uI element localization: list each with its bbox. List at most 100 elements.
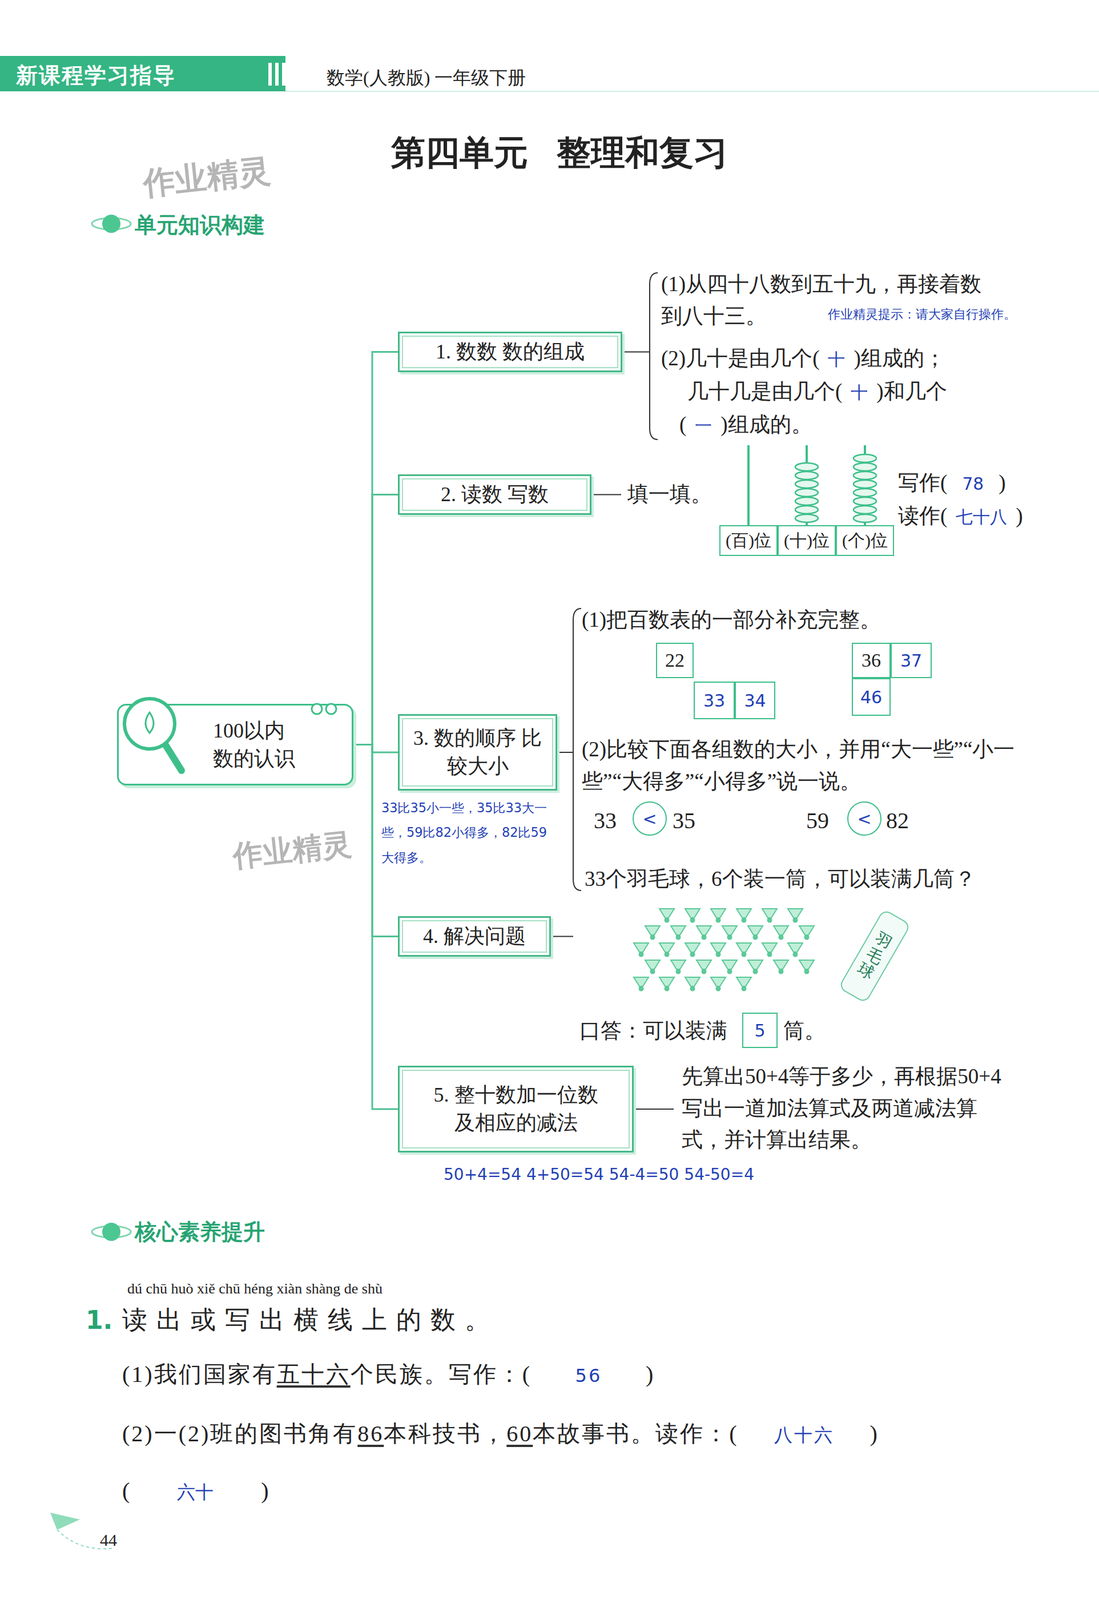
shuttlecock-cork (778, 935, 784, 941)
shuttlecock (722, 960, 738, 970)
shuttlecock (696, 926, 712, 936)
label-text: 填一填。 (627, 482, 712, 506)
compare-circle: < (847, 801, 882, 836)
answer-blank: 六十 (129, 1478, 261, 1507)
shuttlecock (710, 943, 726, 953)
compare-circle: < (632, 801, 667, 836)
shuttlecock (773, 926, 789, 936)
shuttlecock (670, 926, 686, 936)
label-text: (2)几十是由几个( (661, 346, 820, 370)
node-text: (个)位 (842, 529, 888, 553)
shuttlecock (773, 960, 789, 970)
shuttlecock-cork (727, 935, 733, 941)
hint-text: 作业精灵提示：请大家自行操作。 (827, 303, 1045, 324)
node-text: (十)位 (783, 529, 830, 553)
shuttlecock-cork (715, 986, 722, 992)
shuttlecock (659, 977, 675, 987)
hundred-chart-cell: 46 (851, 678, 891, 716)
abacus-bead (853, 488, 877, 497)
step-text: (1)把百数表的一部分补充完整。 (581, 604, 881, 636)
abacus-bead (795, 488, 819, 497)
label-text: 读作( (898, 504, 948, 528)
compare-number: 59 (806, 803, 829, 839)
shuttlecock-cork (675, 935, 682, 941)
shuttlecock-cork (690, 918, 696, 924)
node-text: 1. 数数 数的组成 (435, 337, 585, 366)
label-text: 读出或写出横线上的数。 (122, 1306, 499, 1335)
compare-number: 33 (593, 803, 617, 839)
abacus-rod (747, 445, 750, 526)
exercise-line: (1)我们国家有五十六个民族。写作：(56) (122, 1357, 655, 1392)
label-text: 35 (672, 807, 696, 834)
watermark: 作业精灵 (140, 146, 273, 208)
branch-box: 4. 解决问题 (397, 916, 551, 957)
leader-line (550, 936, 574, 938)
label-text: 新课程学习指导 (15, 62, 176, 88)
label-text: 筒。 (783, 1019, 826, 1043)
shuttlecock-cork (664, 918, 670, 924)
abacus-bead (795, 480, 819, 489)
shuttlecock (799, 960, 815, 970)
hundred-chart-cell: 36 (851, 642, 891, 679)
label-text: 个民族。写作：( (350, 1361, 532, 1388)
header-rule (285, 90, 1099, 92)
label-text: (1)我们国家有 (122, 1361, 277, 1388)
label-text: ) (870, 1420, 880, 1447)
branch-connector (353, 494, 398, 746)
label-text: )和几个 (876, 379, 947, 404)
node-text: (百)位 (725, 529, 772, 553)
label-text: ( (679, 412, 687, 437)
node-text: 5 (754, 1020, 766, 1041)
shuttlecock-cork (664, 952, 670, 958)
label-text: 先算出50+4等于多少，再根据50+4写出一道加法算式及两道减法算式，并计算出结… (681, 1064, 1002, 1152)
shuttlecock (696, 960, 712, 970)
label-text: )组成的； (853, 346, 945, 370)
section-heading: 单元知识构建 (134, 208, 265, 242)
paper-plane (50, 1512, 80, 1531)
label-text: 50+4=54 4+50=54 54-4=50 54-50=4 (443, 1165, 755, 1185)
planet-icon (102, 214, 121, 233)
place-value-box: (个)位 (835, 525, 895, 557)
label-text: 数学(人教版) 一年级下册 (326, 67, 526, 88)
shuttlecock (645, 926, 660, 936)
page-title: 第四单元 整理和复习 (342, 130, 777, 177)
label-text: ( (122, 1478, 130, 1504)
hundred-chart-cell: 33 (693, 681, 735, 720)
hundred-chart-cell: 22 (655, 642, 694, 679)
label-text: 作业精灵提示：请大家自行操作。 (827, 306, 1017, 322)
abacus-bead (795, 463, 819, 471)
node-text: 4. 解决问题 (423, 922, 526, 951)
node-text: 22 (665, 649, 685, 672)
shuttlecock-cork (650, 935, 656, 941)
abacus-bead (795, 471, 819, 480)
header-stripe (282, 62, 286, 86)
section-heading: 核心素养提升 (134, 1216, 265, 1249)
place-value-box: (十)位 (777, 525, 836, 557)
label-text: 作业精灵 (141, 151, 273, 202)
label-text: 33个羽毛球，6个装一筒，可以装满几筒？ (584, 867, 976, 891)
header-text: 新课程学习指导 (15, 59, 176, 92)
answer-blank: 56 (531, 1362, 646, 1390)
shuttlecock (722, 926, 738, 936)
answer-blank: 一 (686, 413, 721, 439)
label-text: ) (998, 471, 1006, 495)
label-text: 五十六 (276, 1361, 351, 1388)
shuttlecock (633, 977, 649, 987)
shuttlecock-cork (664, 986, 670, 992)
shuttlecock-cork (778, 969, 784, 975)
shuttlecock-cork (650, 969, 656, 975)
shuttlecock (762, 943, 778, 953)
shuttlecock-cork (804, 935, 810, 941)
step-text: (2)比较下面各组数的大小，并用“大一些”“小一些”“大得多”“小得多”说一说。 (581, 733, 1039, 797)
shuttlecock-cork (792, 952, 799, 958)
book-title: 数学(人教版) 一年级下册 (326, 63, 526, 92)
answer-note: 50+4=54 4+50=54 54-4=50 54-50=4 (443, 1158, 755, 1190)
node-text: 37 (900, 650, 923, 671)
leader-line (591, 494, 622, 496)
shuttlecock-cork (638, 986, 644, 992)
label-text: 核心素养提升 (134, 1219, 265, 1245)
question-text: 读出或写出横线上的数。 (122, 1301, 499, 1340)
branch-box: 5. 整十数加一位数 及相应的减法 (397, 1065, 634, 1153)
compare-number: 35 (672, 803, 696, 839)
label-text: ) (1015, 504, 1023, 528)
